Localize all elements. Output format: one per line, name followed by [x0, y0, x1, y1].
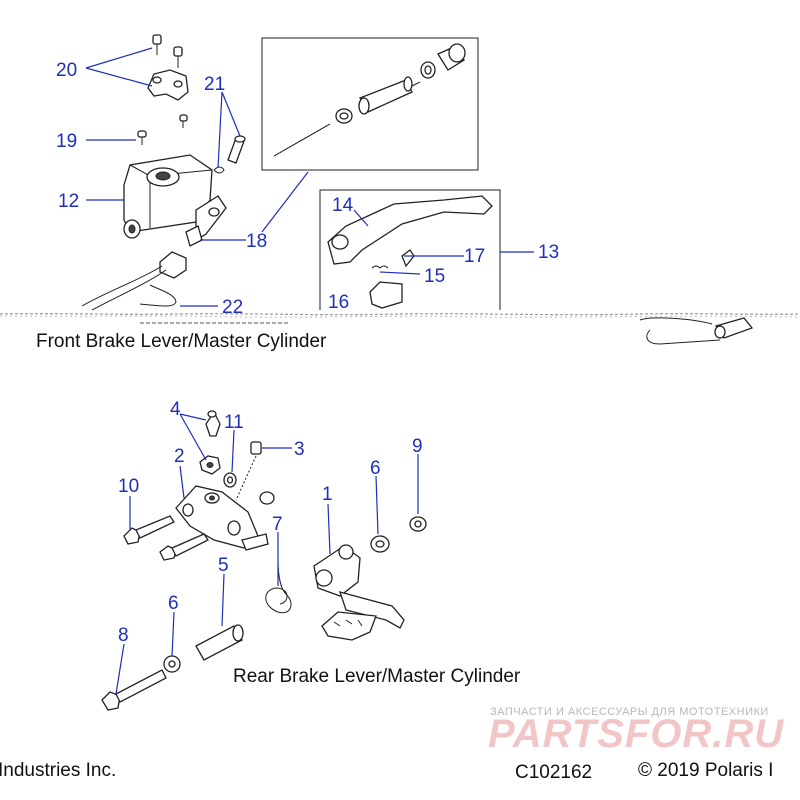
callout-20: 20 — [56, 60, 77, 81]
part-clamp-screws — [147, 34, 189, 101]
callout-22: 22 — [222, 297, 243, 318]
part-cap — [259, 491, 275, 505]
part-bushing-9 — [409, 516, 427, 532]
footer-company: Industries Inc. — [0, 760, 117, 781]
callout-3: 3 — [294, 439, 305, 460]
callout-14: 14 — [332, 195, 354, 216]
callout-9: 9 — [412, 436, 423, 457]
part-bolt-8 — [101, 669, 167, 711]
part-piston-kit-18 — [261, 37, 479, 171]
callout-leaders — [85, 47, 534, 695]
part-cable-fragment — [639, 317, 754, 345]
callout-16: 16 — [328, 292, 349, 313]
part-washer-6 — [163, 535, 390, 673]
watermark-tagline: ЗАПЧАСТИ И АКСЕССУАРЫ ДЛЯ МОТОТЕХНИКИ — [490, 706, 769, 718]
front-section-title: Front Brake Lever/Master Cylinder — [36, 331, 327, 352]
part-master-cylinder — [123, 154, 227, 247]
callout-6a: 6 — [370, 458, 381, 479]
part-fitting-3 — [235, 441, 262, 501]
callout-15: 15 — [424, 266, 445, 287]
part-rear-master-cylinder — [175, 485, 269, 551]
part-brake-lever-13 — [319, 189, 501, 310]
footer-copyright: © 2019 Polaris I — [638, 760, 774, 781]
part-pin-5 — [195, 624, 244, 661]
part-spring-7 — [265, 559, 292, 614]
callout-12: 12 — [58, 191, 79, 212]
callout-5: 5 — [218, 555, 229, 576]
part-seal-11 — [223, 472, 237, 488]
part-bleeder-4 — [199, 410, 221, 475]
part-bolt-10 — [123, 515, 209, 561]
callout-13: 13 — [538, 242, 559, 263]
callout-6b: 6 — [168, 593, 179, 614]
callout-2: 2 — [174, 446, 185, 467]
callout-8: 8 — [118, 625, 129, 646]
footer-drawing-code: C102162 — [515, 762, 593, 783]
part-screw-19 — [137, 114, 188, 145]
rear-section-title: Rear Brake Lever/Master Cylinder — [233, 666, 521, 687]
callout-19: 19 — [56, 131, 77, 152]
callout-21: 21 — [204, 74, 225, 95]
callout-1: 1 — [322, 484, 333, 505]
callout-4: 4 — [170, 399, 181, 420]
part-pivot-pin-21 — [213, 135, 246, 174]
part-brake-switch-22 — [81, 251, 187, 311]
callout-11: 11 — [224, 412, 244, 433]
watermark-logo: PARTSFOR.RU — [488, 712, 785, 756]
callout-10: 10 — [118, 476, 139, 497]
callout-7: 7 — [272, 514, 283, 535]
torn-edge-separator — [0, 313, 800, 324]
part-brake-pedal-1 — [313, 544, 405, 641]
callout-17: 17 — [464, 246, 485, 267]
callout-18: 18 — [246, 231, 267, 252]
